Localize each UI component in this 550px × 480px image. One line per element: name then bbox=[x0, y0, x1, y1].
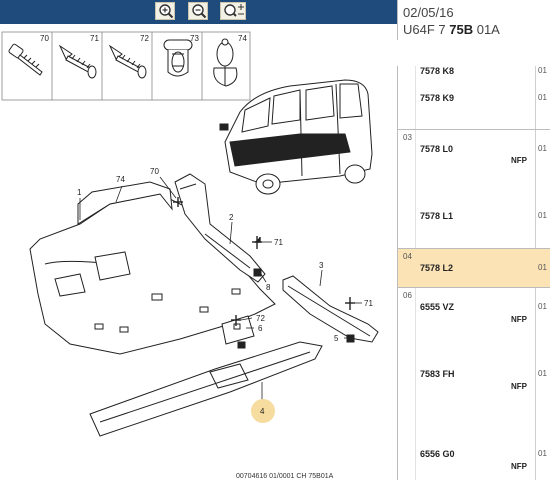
callout-6[interactable]: 6 bbox=[258, 324, 263, 333]
legend-label-71: 71 bbox=[90, 34, 99, 43]
reference-qty: 01 bbox=[538, 93, 547, 102]
push-rivet-74-icon[interactable] bbox=[213, 38, 238, 87]
toolbar bbox=[0, 0, 397, 24]
reference-row[interactable]: 7578 L1 01 bbox=[398, 195, 550, 247]
van-illustration bbox=[219, 79, 373, 195]
callout-71a[interactable]: 71 bbox=[274, 238, 283, 247]
clip-73-icon[interactable] bbox=[163, 39, 193, 77]
reference-code: 6556 G0 bbox=[420, 449, 455, 459]
fastener-legend bbox=[1, 31, 251, 101]
reference-row[interactable]: 06 6555 VZ NFP 01 bbox=[398, 288, 550, 364]
reference-qty: 01 bbox=[538, 66, 547, 75]
group-divider bbox=[398, 129, 550, 130]
sill-trim-2[interactable] bbox=[174, 173, 266, 283]
zoom-in-icon bbox=[159, 4, 174, 19]
reference-row[interactable]: 7578 K8 01 bbox=[398, 66, 550, 89]
reference-nfp: NFP bbox=[511, 382, 527, 391]
reference-group: 04 bbox=[403, 252, 412, 261]
zoom-in-button[interactable] bbox=[155, 2, 175, 20]
reference-nfp: NFP bbox=[511, 462, 527, 471]
legend-label-72: 72 bbox=[140, 34, 149, 43]
reference-row-selected[interactable]: 04 7578 L2 01 bbox=[398, 249, 550, 287]
callout-5[interactable]: 5 bbox=[334, 334, 339, 343]
reference-code: 7578 K9 bbox=[420, 93, 455, 103]
reference-code: 6555 VZ bbox=[420, 302, 455, 312]
callout-3[interactable]: 3 bbox=[319, 261, 324, 270]
callout-70[interactable]: 70 bbox=[150, 167, 159, 176]
legend-labels: 70 71 72 73 74 bbox=[40, 34, 247, 43]
reference-row[interactable]: 7583 FH NFP 01 bbox=[398, 364, 550, 438]
group-divider bbox=[398, 248, 550, 249]
reference-code: 7578 L1 bbox=[420, 211, 454, 221]
reference-row[interactable]: 7578 K9 01 bbox=[398, 89, 550, 129]
sill-trim-3[interactable] bbox=[282, 275, 379, 343]
catalog-code: U64F 7 75B 01A bbox=[403, 22, 500, 37]
callout-1[interactable]: 1 bbox=[77, 188, 82, 197]
screw-70-icon[interactable] bbox=[8, 43, 43, 76]
callout-72[interactable]: 72 bbox=[256, 314, 265, 323]
step-plate-4[interactable] bbox=[89, 341, 323, 437]
reference-qty: 01 bbox=[538, 211, 547, 220]
callout-8[interactable]: 8 bbox=[266, 283, 271, 292]
code-bold: 75B bbox=[449, 22, 474, 37]
zoom-fit-icon bbox=[224, 4, 244, 17]
callout-2[interactable]: 2 bbox=[229, 213, 234, 222]
legend-label-74: 74 bbox=[238, 34, 247, 43]
screw-71-icon[interactable] bbox=[58, 44, 97, 79]
reference-code: 7578 K8 bbox=[420, 66, 455, 76]
reference-row[interactable]: 6556 G0 NFP 01 bbox=[398, 438, 550, 480]
code-prefix: U64F 7 bbox=[403, 22, 450, 37]
highlight-marker bbox=[251, 399, 275, 423]
zoom-fit-button[interactable] bbox=[220, 2, 246, 20]
reference-qty: 01 bbox=[538, 369, 547, 378]
legend-label-70: 70 bbox=[40, 34, 49, 43]
code-suffix: 01A bbox=[473, 22, 500, 37]
catalog-date: 02/05/16 bbox=[403, 5, 454, 20]
bracket-6[interactable] bbox=[221, 315, 255, 345]
reference-qty: 01 bbox=[538, 263, 547, 272]
callout-74[interactable]: 74 bbox=[116, 175, 125, 184]
reference-code: 7578 L2 bbox=[420, 263, 454, 273]
screw-72-icon[interactable] bbox=[108, 44, 147, 79]
document-number: 00704616 01/0001 CH 75B01A bbox=[236, 473, 334, 480]
reference-qty: 01 bbox=[538, 449, 547, 458]
diagram-callouts: 70 74 1 2 71 8 3 71 5 72 6 4 bbox=[77, 167, 373, 416]
reference-nfp: NFP bbox=[511, 156, 527, 165]
reference-code: 7578 L0 bbox=[420, 144, 454, 154]
zoom-out-button[interactable] bbox=[188, 2, 208, 20]
reference-code: 7583 FH bbox=[420, 369, 455, 379]
fastener-markers bbox=[173, 197, 355, 349]
reference-group: 03 bbox=[403, 133, 412, 142]
reference-row[interactable]: 03 7578 L0 NFP 01 bbox=[398, 130, 550, 195]
exploded-parts-diagram: 70 71 72 73 74 70 74 1 2 71 8 3 71 5 72 … bbox=[0, 24, 397, 480]
leader-lines bbox=[79, 176, 362, 402]
reference-nfp: NFP bbox=[511, 315, 527, 324]
legend-label-73: 73 bbox=[190, 34, 199, 43]
reference-header: 02/05/16 U64F 7 75B 01A bbox=[397, 0, 550, 40]
reference-qty: 01 bbox=[538, 144, 547, 153]
callout-71b[interactable]: 71 bbox=[364, 299, 373, 308]
group-divider bbox=[398, 287, 550, 288]
reference-qty: 01 bbox=[538, 302, 547, 311]
callout-4[interactable]: 4 bbox=[260, 407, 265, 416]
diagram-canvas: 70 71 72 73 74 70 74 1 2 71 8 3 71 5 72 … bbox=[1, 31, 379, 437]
zoom-out-icon bbox=[192, 4, 207, 19]
reference-group: 06 bbox=[403, 291, 412, 300]
reference-list: 7578 K8 01 7578 K9 01 03 7578 L0 NFP 01 … bbox=[397, 66, 550, 480]
